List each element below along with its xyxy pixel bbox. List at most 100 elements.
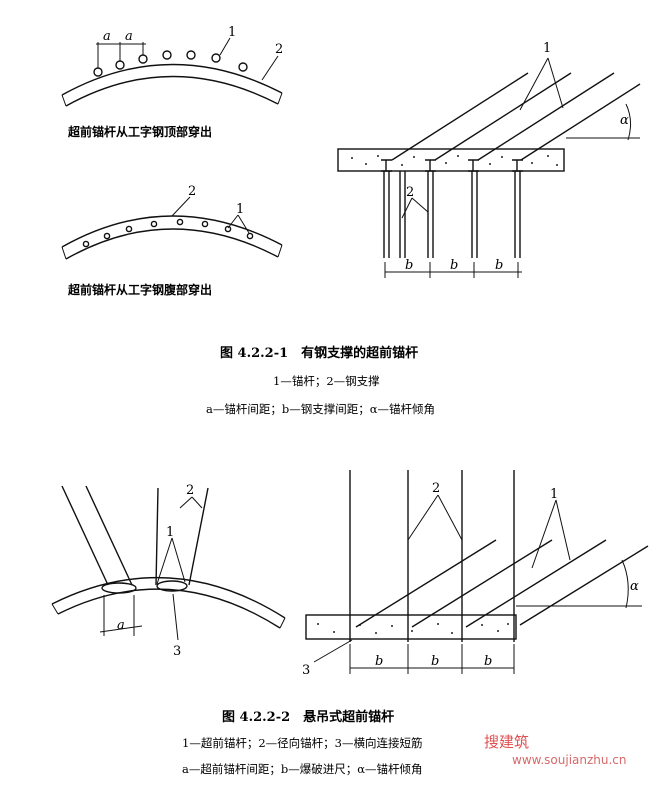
i-beam-cap: [381, 159, 392, 172]
label-b: b: [450, 258, 458, 273]
leader-1: [219, 37, 231, 56]
concrete-dots: [351, 155, 558, 166]
watermark-url: www.soujianzhu.cn: [512, 753, 627, 767]
label-a: a: [103, 29, 111, 44]
radial-bolt: [155, 487, 209, 586]
leader-2: [261, 55, 279, 81]
arch-inner-line: [65, 228, 279, 260]
alpha-arc: [621, 559, 629, 609]
spacing-dimension: [96, 42, 146, 68]
bolt-circle: [93, 67, 103, 77]
label-2: 2: [186, 483, 194, 498]
connecting-bar: [156, 580, 188, 592]
anchor-bolt: [520, 83, 641, 161]
bolt-circle: [138, 54, 148, 64]
leader-1: [156, 537, 186, 585]
label-b: b: [495, 258, 503, 273]
fig2-cross-section-diagram: 2 1 a 3: [51, 483, 286, 659]
leader-2: [171, 196, 191, 217]
figure2-caption-title: 图 4.2.2-2 悬吊式超前锚杆: [222, 709, 394, 725]
alpha-arc: [625, 103, 632, 141]
figure1-caption-line1: 1—锚杆；2—钢支撑: [273, 374, 380, 388]
label-1: 1: [550, 487, 558, 502]
advance-bolt: [519, 545, 649, 626]
label-b: b: [484, 654, 492, 669]
bolt-circle: [103, 232, 111, 240]
lining-beam: [305, 614, 517, 640]
leader-1: [227, 214, 250, 234]
arch-outer-line: [61, 215, 283, 248]
bolt-circle: [238, 62, 248, 72]
arch-ends: [51, 603, 286, 629]
leader-3: [172, 593, 179, 641]
lining-beam: [337, 148, 565, 172]
spacing-dimension-a: [99, 595, 143, 636]
bolt-circle: [201, 220, 209, 228]
i-beam-cap: [425, 159, 436, 172]
bolt-circle: [82, 240, 90, 248]
label-2: 2: [432, 481, 440, 496]
label-1: 1: [236, 202, 244, 217]
anchor-bolt: [391, 72, 529, 161]
label-3: 3: [173, 644, 181, 659]
fig1-section-diagram: 1 α 2 b b b: [337, 41, 641, 278]
fig1-mid-arch-diagram: 2 1 超前锚杆从工字钢腹部穿出: [61, 184, 283, 297]
leader-3: [313, 639, 353, 663]
anchor-bolt: [434, 72, 572, 161]
label-b: b: [405, 258, 413, 273]
label-2: 2: [188, 184, 196, 199]
figure2-caption-line1: 1—超前锚杆；2—径向锚杆；3—横向连接短筋: [182, 736, 422, 750]
arch-outer-line: [61, 63, 283, 96]
label-alpha: α: [630, 579, 639, 594]
fig2-section-diagram: 2 1 α 3 b b b: [302, 470, 649, 678]
arch-inner-line: [57, 588, 281, 629]
advance-bolt: [465, 539, 607, 628]
radial-bolt: [61, 485, 133, 586]
arch-outer-line: [51, 577, 286, 619]
anchor-bolt: [477, 72, 615, 161]
bolt-circle: [150, 220, 158, 228]
bolt-circle: [186, 50, 196, 60]
arch-inner-line: [65, 75, 279, 107]
label-1: 1: [166, 525, 174, 540]
fig1-top-arch-diagram: a a 1 2 超前锚杆从工字钢顶部穿出: [61, 25, 283, 139]
spacing-dimension-b: [384, 262, 522, 278]
label-a: a: [125, 29, 133, 44]
i-beam-cap: [512, 159, 523, 172]
watermark-text: 搜建筑: [484, 733, 529, 751]
sub-caption-top: 超前锚杆从工字钢顶部穿出: [67, 124, 212, 139]
radial-bolts: [349, 470, 515, 642]
leader-2: [407, 494, 463, 541]
label-b: b: [375, 654, 383, 669]
bolt-circle: [224, 225, 232, 233]
bolt-circle: [162, 50, 172, 60]
i-beam-cap: [468, 159, 479, 172]
label-alpha: α: [620, 113, 629, 128]
connecting-bar: [101, 582, 137, 594]
bolt-circle: [115, 60, 125, 70]
bolt-circle: [176, 218, 184, 226]
arch-ends: [61, 244, 283, 260]
label-2: 2: [275, 42, 283, 57]
advance-bolt: [355, 539, 497, 628]
label-1: 1: [228, 25, 236, 40]
label-3: 3: [302, 663, 310, 678]
sub-caption-mid: 超前锚杆从工字钢腹部穿出: [67, 282, 212, 297]
steel-supports: [383, 171, 521, 258]
label-1: 1: [543, 41, 551, 56]
leader-2: [179, 496, 203, 509]
leader-1: [519, 57, 564, 111]
label-b: b: [431, 654, 439, 669]
figure1-caption-title: 图 4.2.2-1 有钢支撑的超前锚杆: [220, 345, 418, 361]
advance-bolt: [411, 539, 553, 628]
figure1-caption-line2: a—锚杆间距；b—钢支撑间距；α—锚杆倾角: [206, 402, 435, 416]
bolt-circle: [125, 225, 133, 233]
label-a: a: [117, 618, 125, 633]
arch-ends: [61, 92, 283, 107]
leader-1: [531, 499, 571, 569]
spacing-dimension-b: [349, 644, 515, 674]
figure2-caption-line2: a—超前锚杆间距；b—爆破进尺；α—锚杆倾角: [182, 762, 422, 776]
label-2: 2: [406, 185, 414, 200]
concrete-dots: [317, 623, 509, 634]
